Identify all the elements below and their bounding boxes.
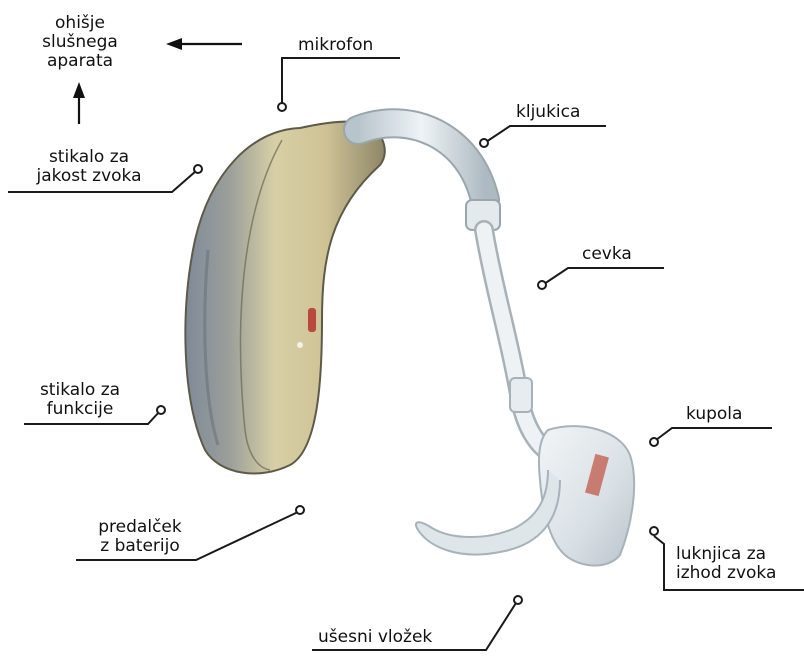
ear-hook-and-tube [358,123,555,455]
ear-mold [416,426,634,565]
label-function-switch: stikalo za funkcije [24,381,136,419]
label-dome: kupola [686,405,742,424]
label-sound-outlet: luknjica za izhod zvoka [676,545,776,583]
label-battery-drawer: predalček z baterijo [84,518,196,556]
leader-microphone [282,58,400,104]
hearing-aid-housing [185,121,384,473]
leader-hook [486,126,606,142]
label-volume-switch: stikalo za jakost zvoka [14,148,164,186]
label-hook: kljukica [516,103,580,122]
label-housing: ohišje slušnega aparata [28,14,132,71]
label-microphone: mikrofon [298,36,373,55]
leader-tube [544,268,664,284]
status-indicator [308,308,316,332]
leader-dome [656,428,772,440]
label-tube: cevka [582,245,632,264]
label-ear-insert: ušesni vložek [318,628,432,647]
